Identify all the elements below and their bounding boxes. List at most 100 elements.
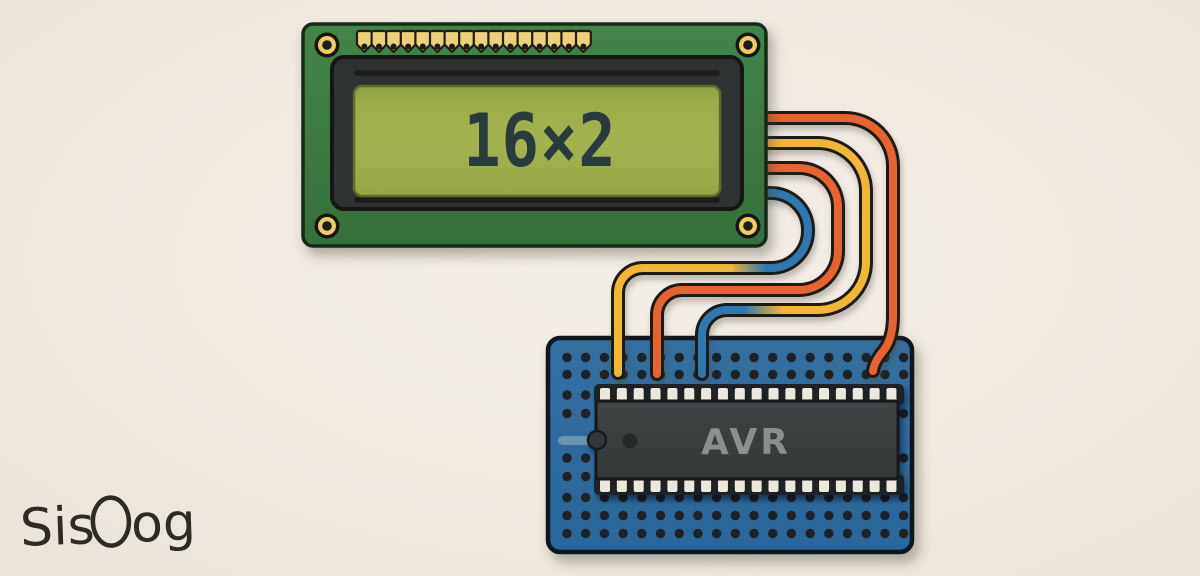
- breadboard-hole: [562, 390, 572, 400]
- breadboard-hole: [637, 352, 647, 363]
- breadboard-hole: [637, 528, 647, 539]
- breadboard-hole: [581, 352, 591, 363]
- lcd-pin-hole: [434, 43, 441, 50]
- breadboard-hole: [805, 492, 815, 503]
- breadboard-hole: [842, 510, 853, 521]
- breadboard-hole: [786, 352, 797, 363]
- breadboard-hole: [786, 492, 797, 503]
- breadboard-hole: [562, 408, 572, 419]
- breadboard-hole: [880, 528, 890, 539]
- breadboard-hole: [842, 352, 853, 363]
- breadboard-hole: [711, 510, 722, 521]
- logo-letter-o-icon: [90, 495, 132, 548]
- lcd-mounting-screws: [314, 32, 761, 239]
- breadboard-hole: [693, 492, 703, 503]
- breadboard-hole: [562, 369, 572, 380]
- breadboard-hole: [618, 492, 628, 503]
- breadboard-hole: [749, 369, 759, 380]
- breadboard-hole: [581, 369, 591, 380]
- sisoog-logo: Sis og: [19, 493, 197, 559]
- breadboard-hole: [562, 352, 572, 363]
- chip-notch: [586, 429, 608, 451]
- wire-blue-to-yellow-segment-yellow: [614, 264, 734, 377]
- lcd-pin: [531, 29, 549, 54]
- breadboard-hole: [674, 352, 684, 363]
- breadboard-hole: [898, 369, 909, 380]
- breadboard-hole: [730, 369, 740, 380]
- lcd-pin-hole: [419, 43, 426, 50]
- breadboard-hole: [786, 510, 797, 521]
- breadboard-hole: [674, 510, 684, 521]
- breadboard-hole: [655, 528, 666, 539]
- breadboard-hole: [711, 528, 722, 539]
- breadboard-hole: [749, 492, 759, 503]
- breadboard-hole: [599, 510, 610, 521]
- wire-yellow-to-blue-segment-blue: [698, 306, 747, 378]
- breadboard: AVR: [545, 335, 915, 555]
- breadboard-hole: [730, 492, 740, 503]
- breadboard-hole: [861, 352, 871, 363]
- breadboard-hole: [581, 390, 591, 400]
- breadboard-hole: [786, 528, 797, 539]
- breadboard-hole: [711, 492, 722, 503]
- chip-label: AVR: [701, 422, 791, 463]
- lcd-pin: [428, 29, 446, 54]
- mounting-screw-center: [743, 40, 753, 50]
- breadboard-hole: [581, 492, 591, 503]
- breadboard-hole: [824, 369, 834, 380]
- wire-orange-outer: [754, 114, 897, 375]
- breadboard-hole: [861, 492, 871, 503]
- mounting-screw-center: [322, 40, 332, 50]
- breadboard-hole: [898, 528, 909, 539]
- lcd-screen-text: 16×2: [463, 98, 616, 183]
- lcd-pin-header: [355, 29, 592, 54]
- breadboard-hole: [824, 492, 834, 503]
- breadboard-hole: [786, 369, 797, 380]
- breadboard-marking-dash: [558, 436, 592, 445]
- breadboard-hole: [842, 492, 853, 503]
- lcd-pin: [355, 29, 373, 54]
- breadboard-hole: [599, 492, 610, 503]
- breadboard-hole: [711, 352, 722, 363]
- breadboard-hole: [842, 528, 853, 539]
- breadboard-hole: [749, 352, 759, 363]
- breadboard-hole: [824, 528, 834, 539]
- breadboard-hole: [880, 492, 890, 503]
- lcd-pin: [443, 29, 461, 54]
- breadboard-hole: [805, 369, 815, 380]
- breadboard-hole: [637, 510, 647, 521]
- breadboard-hole: [618, 510, 628, 521]
- logo-text-og: og: [130, 493, 197, 555]
- lcd-pin-hole: [580, 43, 587, 50]
- wire-yellow-to-blue-segment-yellow: [754, 139, 870, 314]
- lcd-pin: [545, 29, 563, 54]
- mounting-screw-center: [743, 221, 753, 231]
- lcd-pin: [472, 29, 490, 54]
- breadboard-hole: [599, 528, 610, 539]
- lcd-pin: [487, 29, 505, 54]
- breadboard-hole: [562, 528, 572, 539]
- breadboard-hole: [880, 369, 890, 380]
- lcd-pin-hole: [361, 43, 368, 50]
- breadboard-hole: [898, 352, 909, 363]
- breadboard-hole: [898, 408, 909, 419]
- breadboard-hole: [562, 510, 572, 521]
- avr-chip: AVR: [586, 384, 904, 495]
- breadboard-hole: [768, 369, 778, 380]
- breadboard-hole: [581, 408, 591, 419]
- breadboard-hole: [824, 352, 834, 363]
- wires: [611, 111, 900, 381]
- breadboard-hole: [674, 528, 684, 539]
- lcd-screen: [352, 84, 722, 198]
- lcd-pin-hole: [551, 43, 558, 50]
- breadboard-hole: [562, 471, 572, 482]
- lcd-pin-hole: [376, 43, 382, 50]
- breadboard-hole: [730, 510, 740, 521]
- breadboard-hole: [674, 492, 684, 503]
- breadboard-hole: [599, 369, 610, 380]
- breadboard-hole: [805, 528, 815, 539]
- lcd-pin-hole: [492, 43, 499, 50]
- lcd-pin-hole: [449, 43, 455, 50]
